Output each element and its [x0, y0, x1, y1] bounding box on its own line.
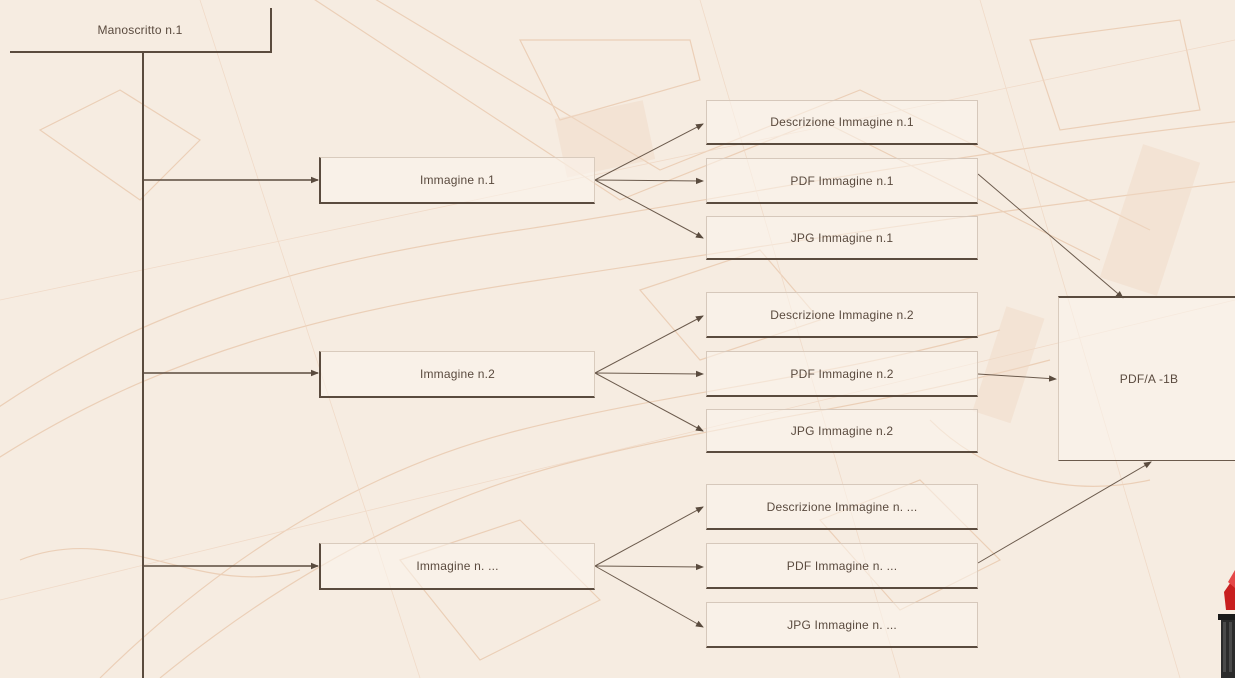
- jpg-node-2: JPG Immagine n.2: [706, 409, 978, 453]
- pdf-node-3: PDF Immagine n. ...: [706, 543, 978, 589]
- manuscript-label: Manoscritto n.1: [97, 22, 183, 37]
- arrow-image-2-description: [594, 315, 704, 374]
- description-node-3: Descrizione Immagine n. ...: [706, 484, 978, 530]
- pdfa-label: PDF/A -1B: [1119, 372, 1179, 386]
- image-label: Immagine n.1: [419, 173, 496, 187]
- file-label: Descrizione Immagine n. ...: [766, 499, 918, 514]
- corner-figure-icon: [1218, 570, 1235, 678]
- file-label: JPG Immagine n. ...: [787, 617, 897, 632]
- arrow-image-3-description: [594, 506, 704, 567]
- file-label: JPG Immagine n.1: [790, 230, 894, 245]
- file-label: Descrizione Immagine n.2: [770, 307, 914, 322]
- file-label: JPG Immagine n.2: [790, 423, 894, 438]
- arrow-image-2-jpg: [594, 372, 704, 432]
- jpg-node-1: JPG Immagine n.1: [706, 216, 978, 260]
- image-label: Immagine n.2: [419, 367, 496, 381]
- pdf-node-1: PDF Immagine n.1: [706, 158, 978, 204]
- file-label: PDF Immagine n. ...: [786, 558, 898, 573]
- file-label: PDF Immagine n.2: [790, 366, 894, 381]
- arrow-image-3-jpg: [594, 565, 704, 628]
- arrow-image-1-pdf: [594, 177, 704, 185]
- arrow-pdf-1-to-pdfa: [977, 173, 1124, 299]
- arrow-image-1-jpg: [594, 179, 704, 239]
- pdfa-node: PDF/A -1B: [1058, 296, 1235, 461]
- pdf-node-2: PDF Immagine n.2: [706, 351, 978, 397]
- arrow-image-2-pdf: [594, 370, 704, 378]
- image-node-1: Immagine n.1: [319, 157, 595, 204]
- image-node-2: Immagine n.2: [319, 351, 595, 398]
- jpg-node-3: JPG Immagine n. ...: [706, 602, 978, 648]
- manuscript-node: Manoscritto n.1: [10, 8, 272, 53]
- description-node-2: Descrizione Immagine n.2: [706, 292, 978, 338]
- arrow-pdf-2-to-pdfa: [977, 373, 1057, 382]
- image-label: Immagine n. ...: [416, 559, 499, 573]
- arrow-image-1-description: [594, 123, 704, 181]
- arrow-image-3-pdf: [594, 563, 704, 571]
- arrow-pdf-3-to-pdfa: [977, 461, 1152, 564]
- image-node-3: Immagine n. ...: [319, 543, 595, 590]
- file-label: Descrizione Immagine n.1: [770, 115, 914, 129]
- file-label: PDF Immagine n.1: [790, 173, 894, 188]
- description-node-1: Descrizione Immagine n.1: [706, 100, 978, 145]
